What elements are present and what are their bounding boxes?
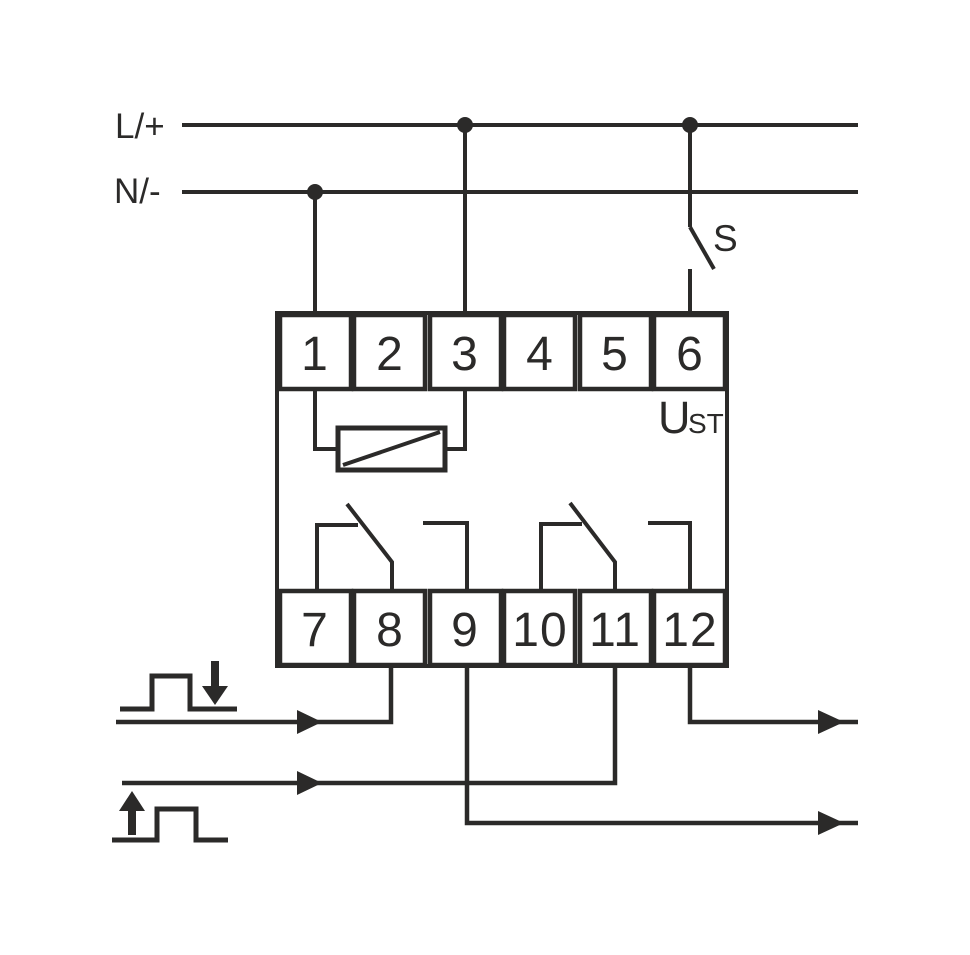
contact-8-moving-arm: [345, 502, 394, 591]
pulse2-waveform: [112, 806, 228, 843]
terminal-3-label: 3: [451, 328, 479, 381]
pulse1-waveform: [120, 673, 237, 712]
wire-terminal1-to-coil: [313, 389, 338, 451]
switch-blade: [688, 226, 716, 270]
input-signal-line-2: [112, 665, 618, 843]
input1-wire: [116, 665, 394, 725]
terminal-row-bottom: 7 8 9 10 11 12: [277, 588, 728, 668]
ust-label-main: U: [658, 392, 691, 443]
output2-wire: [464, 665, 858, 826]
terminal-12-label: 12: [662, 604, 717, 657]
ust-label-sub: ST: [688, 408, 724, 439]
terminal-9-label: 9: [451, 604, 479, 657]
supply-drop-wires: [313, 125, 692, 316]
terminal-4-box: [501, 312, 578, 392]
output-signal-line-2: [464, 665, 858, 835]
terminal-3-box: [427, 312, 504, 392]
relay-coil-circuit: [313, 389, 467, 473]
terminal-11-box: [577, 588, 654, 668]
switch-label: S: [713, 218, 738, 259]
live-line-label: L/+: [115, 107, 165, 146]
neutral-line-label: N/-: [114, 172, 161, 211]
pulse-rising-edge-icon: [112, 791, 228, 843]
coil-symbol-diagonal: [342, 430, 441, 467]
contact-10-fixed: [539, 522, 582, 591]
power-rails: L/+ N/-: [114, 107, 858, 211]
contact-7-fixed: [315, 523, 358, 591]
output1-arrow-icon: [818, 710, 844, 734]
pulse2-up-arrow-head: [119, 791, 145, 811]
switch-s: S: [688, 218, 738, 316]
terminal-6-box: [651, 312, 728, 392]
input1-arrow-icon: [297, 710, 322, 734]
terminal-10-label: 10: [512, 604, 567, 657]
terminal-12-box: [651, 588, 728, 668]
terminal-4-label: 4: [526, 328, 554, 381]
terminal-2-box: [351, 312, 428, 392]
terminal-1-label: 1: [301, 328, 329, 381]
terminal-9-box: [427, 588, 504, 668]
relay-contact-10-11-12: [539, 501, 692, 591]
contact-12-fixed: [648, 521, 692, 591]
terminal-11-label: 11: [589, 604, 641, 657]
wire-terminal3-to-coil: [445, 389, 467, 451]
terminal-7-label: 7: [301, 604, 329, 657]
relay-contact-7-8-9: [315, 502, 469, 591]
contact-11-moving-arm: [568, 501, 617, 591]
terminal-7-box: [277, 588, 354, 668]
terminal-5-label: 5: [601, 328, 629, 381]
input2-arrow-icon: [297, 771, 322, 795]
terminal-6-label: 6: [676, 328, 704, 381]
output-signal-line-1: [687, 665, 858, 734]
pulse1-down-arrow-head: [202, 686, 228, 705]
output1-wire: [687, 665, 858, 725]
output2-arrow-icon: [818, 811, 844, 835]
terminal-10-box: [501, 588, 578, 668]
terminal-8-label: 8: [376, 604, 404, 657]
terminal-5-box: [577, 312, 654, 392]
supply-voltage-label: U ST: [658, 392, 724, 443]
contact-9-fixed: [423, 521, 469, 591]
pulse-falling-edge-icon: [120, 661, 237, 712]
terminal-row-top: 1 2 3 4 5 6: [277, 312, 728, 392]
input2-wire: [122, 665, 618, 786]
terminal-2-label: 2: [376, 328, 404, 381]
input-signal-line-1: [116, 661, 394, 734]
